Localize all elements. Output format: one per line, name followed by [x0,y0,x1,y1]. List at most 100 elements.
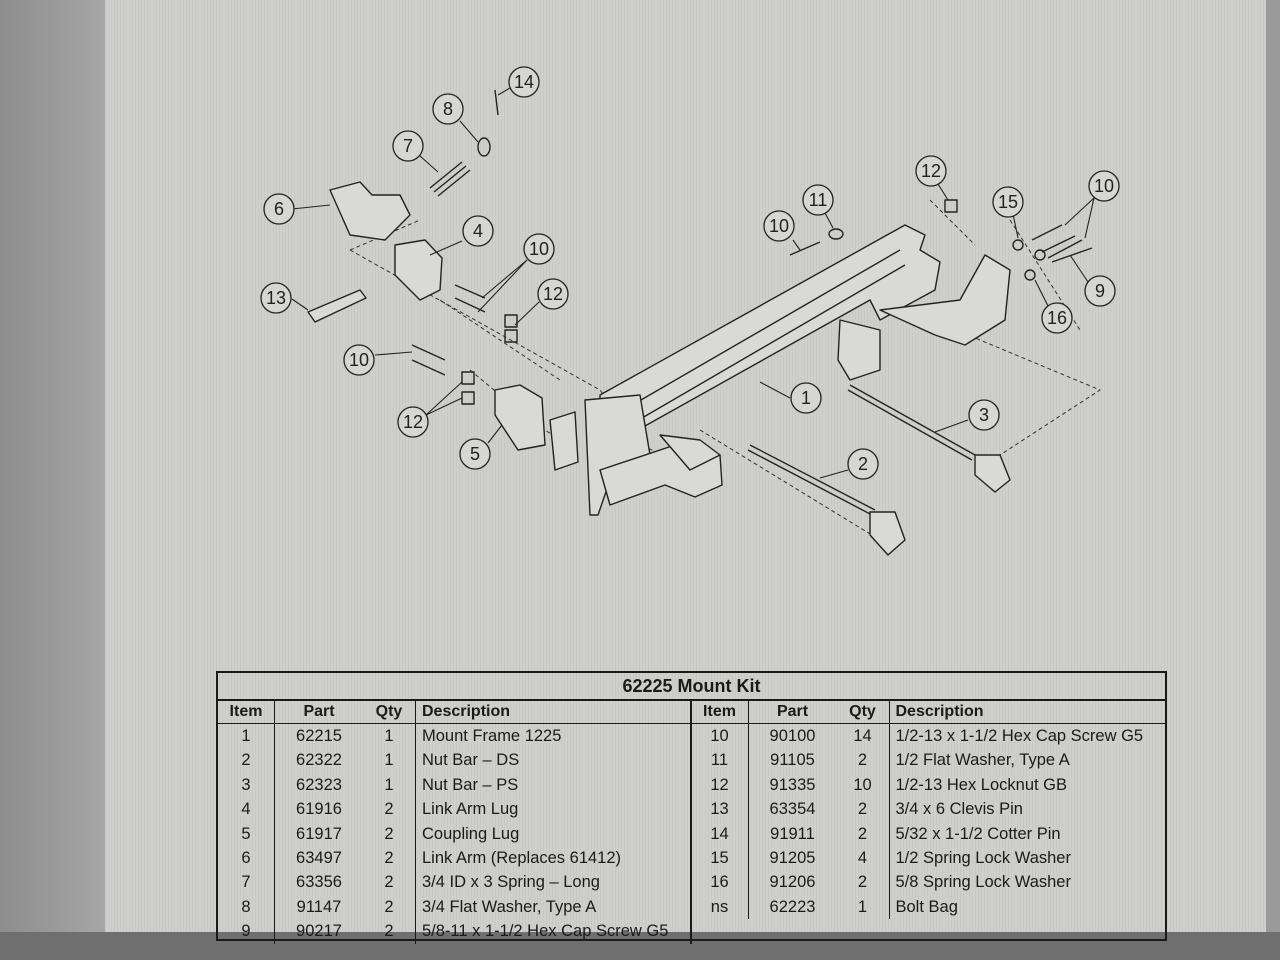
header-qty: Qty [837,701,890,723]
svg-text:15: 15 [998,192,1018,212]
cell-qty: 2 [837,870,890,895]
monitor-bezel-bottom [0,932,1280,960]
callout-11: 11 [802,184,834,216]
svg-text:9: 9 [1095,281,1105,301]
svg-text:10: 10 [349,350,369,370]
cell-item: ns [692,894,749,920]
svg-text:3: 3 [979,405,989,425]
cell-part: 62323 [296,775,342,794]
cell-part: 90217 [296,922,342,941]
cell-description: 5/8 Spring Lock Washer [895,873,1071,892]
callout-14: 14 [508,66,540,98]
cell-part: 62322 [296,751,342,770]
svg-text:8: 8 [443,99,453,119]
callout-1: 1 [790,382,822,414]
svg-text:4: 4 [473,221,483,241]
cell-qty: 1 [363,724,416,749]
cell-description: Coupling Lug [422,824,520,843]
svg-text:6: 6 [274,199,284,219]
monitor-bezel-left [0,0,105,960]
cell-part: 91206 [769,873,816,892]
svg-text:14: 14 [514,72,534,92]
callout-16: 16 [1041,302,1073,334]
svg-text:11: 11 [809,190,828,210]
cell-qty: 1 [837,894,890,920]
cell-part: 61916 [296,800,342,819]
header-description: Description [895,703,984,720]
cell-part: 61917 [296,824,342,843]
cell-qty: 14 [837,724,890,749]
mount-frame-drawing [549,224,1011,516]
exploded-parts-diagram: 1 2 3 4 5 6 7 8 9 10 10 10 10 11 12 12 1… [260,66,1120,556]
cell-description: 3/4 Flat Washer, Type A [422,897,597,916]
callout-12-top-left: 12 [537,278,569,310]
nut-bar-drawings [747,384,1011,556]
svg-text:5: 5 [470,444,480,464]
callout-12-right: 12 [915,155,947,187]
cell-part: 63354 [769,800,816,819]
cell-qty: 2 [363,797,416,822]
link-arm-components [307,89,546,451]
svg-text:10: 10 [1094,176,1114,196]
callout-2: 2 [847,448,879,480]
callout-10-center: 10 [763,210,795,242]
cell-qty: 2 [363,894,416,920]
cell-part: 90100 [769,727,816,745]
callout-12-left: 12 [397,406,429,438]
cell-item: 14 [692,821,749,846]
callout-5: 5 [459,438,491,470]
cell-description: Link Arm (Replaces 61412) [422,848,622,867]
hardware-drawings [411,199,1093,405]
monitor-bezel-right [1266,0,1280,960]
cell-item: 7 [218,870,275,895]
parts-list-table: 62225 Mount Kit Item Part Qty Descriptio… [216,671,1167,944]
cell-item: 5 [218,821,275,846]
cell-description: Nut Bar – PS [422,775,519,794]
callout-10-top-left: 10 [523,233,555,265]
callout-leaders [291,87,1095,479]
cell-description: Link Arm Lug [422,800,519,819]
cell-qty: 2 [363,845,416,871]
cell-part: 91335 [769,775,816,794]
callout-10-right: 10 [1088,170,1120,202]
header-description: Description [422,703,511,720]
cell-item: 9 [218,919,275,944]
cell-item: 12 [692,772,749,798]
cell-item: 6 [218,845,275,871]
cell-qty: 10 [837,772,890,798]
cell-qty: 2 [363,870,416,895]
cell-part: 91147 [296,897,342,916]
callout-9: 9 [1084,275,1116,307]
kit-title: 62225 Mount Kit [218,673,1165,701]
svg-text:1: 1 [801,388,811,408]
callout-4: 4 [462,215,494,247]
cell-item: 13 [692,797,749,822]
svg-text:12: 12 [543,284,563,304]
cell-part: 63356 [296,873,342,892]
svg-text:13: 13 [266,288,286,308]
cell-description: 1/2-13 x 1-1/2 Hex Cap Screw G5 [895,727,1144,745]
cell-item: 2 [218,748,275,773]
cell-description: Mount Frame 1225 [422,727,562,745]
cell-description: 5/8-11 x 1-1/2 Hex Cap Screw G5 [422,922,669,941]
callout-8: 8 [432,93,464,125]
svg-text:12: 12 [921,161,941,181]
callout-13: 13 [260,282,292,314]
cell-description: 5/32 x 1-1/2 Cotter Pin [895,824,1061,843]
cell-item: 8 [218,894,275,920]
cell-part: 91205 [769,848,816,867]
cell-part: 91105 [770,751,815,770]
